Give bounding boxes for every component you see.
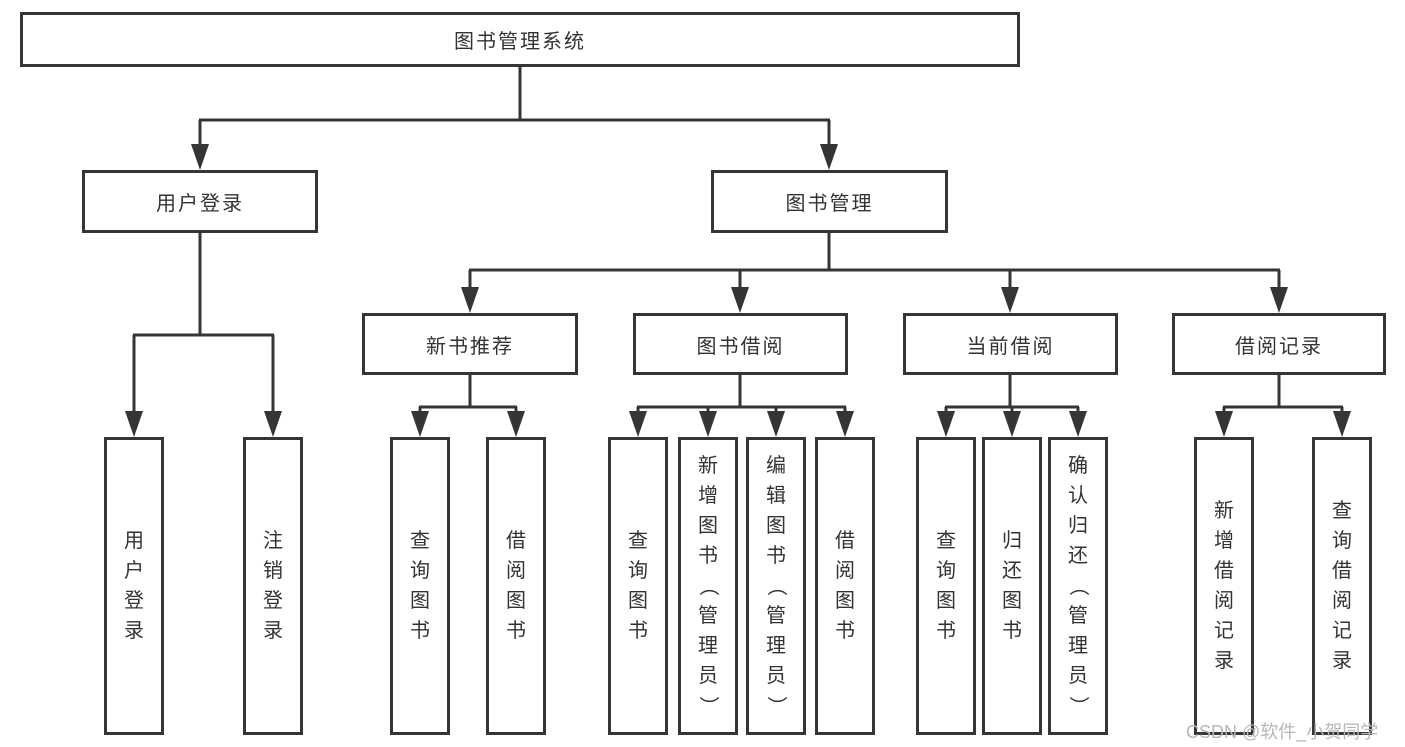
leaf-current-query-books: 查询图书 <box>916 437 976 735</box>
node-label: 图书管理 <box>785 193 874 215</box>
csdn-watermark: CSDN @软件_小贺同学 <box>1186 722 1379 742</box>
node-label: 查询借阅记录 <box>1332 500 1352 672</box>
node-label: 借阅图书 <box>835 530 855 642</box>
node-user-login: 用户登录 <box>82 170 318 233</box>
leaf-edit-books-admin: 编辑图书（管理员） <box>746 437 806 735</box>
node-root-library-management-system: 图书管理系统 <box>20 12 1020 67</box>
node-label: 确认归还（管理员） <box>1067 455 1089 716</box>
node-new-book-recommend: 新书推荐 <box>362 313 578 375</box>
node-label: 借阅图书 <box>506 530 526 642</box>
leaf-recommend-borrow-books: 借阅图书 <box>486 437 546 735</box>
node-label: 编辑图书（管理员） <box>765 455 787 716</box>
leaf-logout: 注销登录 <box>243 437 303 735</box>
leaf-add-books-admin: 新增图书（管理员） <box>678 437 738 735</box>
leaf-confirm-return-admin: 确认归还（管理员） <box>1048 437 1108 735</box>
node-label: 归还图书 <box>1002 530 1022 642</box>
node-current-borrow: 当前借阅 <box>903 313 1118 375</box>
node-book-borrow: 图书借阅 <box>633 313 848 375</box>
node-label: 图书借阅 <box>696 335 785 358</box>
node-label: 图书管理系统 <box>454 31 586 53</box>
node-label: 查询图书 <box>936 530 956 642</box>
node-label: 新增借阅记录 <box>1214 500 1234 672</box>
node-label: 用户登录 <box>156 193 244 215</box>
leaf-borrow-books: 借阅图书 <box>815 437 875 735</box>
leaf-borrow-query-books: 查询图书 <box>608 437 668 735</box>
node-label: 当前借阅 <box>966 335 1055 358</box>
node-label: 新增图书（管理员） <box>697 455 719 716</box>
node-label: 注销登录 <box>263 530 283 642</box>
node-label: 借阅记录 <box>1235 335 1323 358</box>
node-label: 查询图书 <box>628 530 648 642</box>
node-book-management: 图书管理 <box>711 170 948 233</box>
leaf-user-login: 用户登录 <box>104 437 164 735</box>
leaf-return-books: 归还图书 <box>982 437 1042 735</box>
node-label: 新书推荐 <box>426 335 514 358</box>
node-borrow-records: 借阅记录 <box>1172 313 1386 375</box>
leaf-query-borrow-record: 查询借阅记录 <box>1312 437 1372 735</box>
leaf-recommend-query-books: 查询图书 <box>390 437 450 735</box>
leaf-add-borrow-record: 新增借阅记录 <box>1194 437 1254 735</box>
node-label: 用户登录 <box>124 530 144 642</box>
node-label: 查询图书 <box>410 530 430 642</box>
